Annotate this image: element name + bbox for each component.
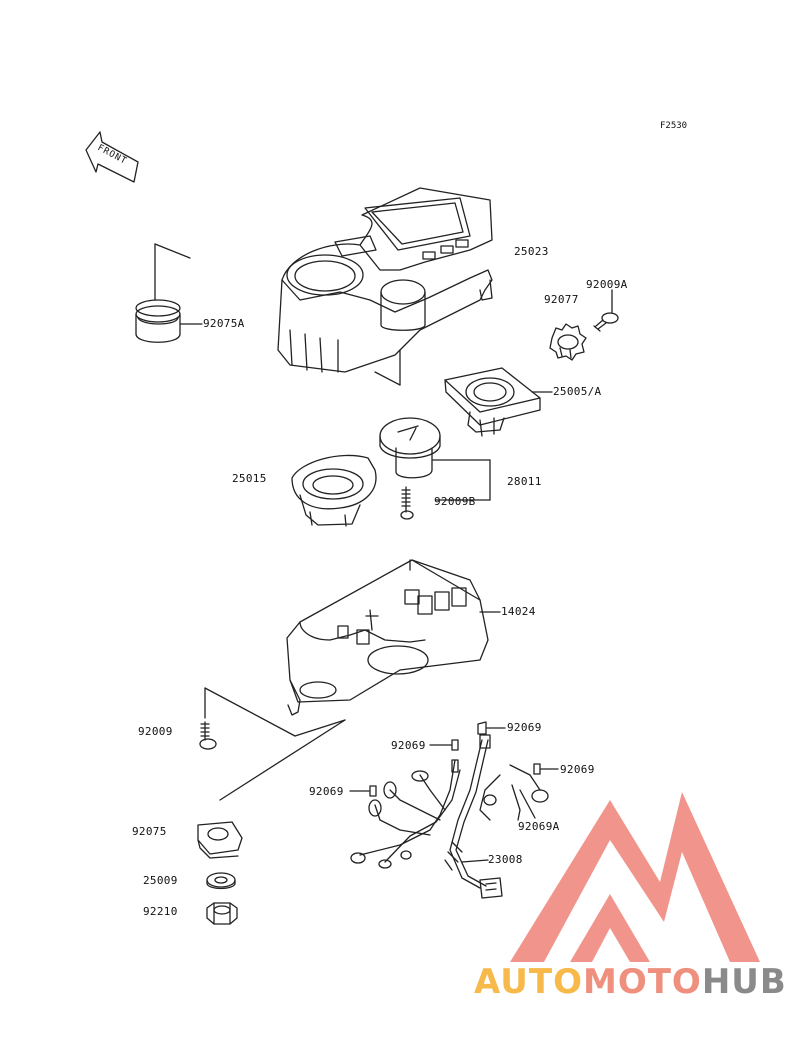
front-arrow-icon xyxy=(85,131,139,183)
screw-92009a xyxy=(593,312,619,332)
label-25023: 25023 xyxy=(514,245,549,258)
screw-92009b xyxy=(400,486,414,520)
watermark-text-auto: AUTO xyxy=(474,962,583,1002)
label-92069-top: 92069 xyxy=(507,721,542,734)
label-92009: 92009 xyxy=(138,725,173,738)
label-25009: 25009 xyxy=(143,874,178,887)
bulb-socket-d xyxy=(369,785,377,797)
bulb-socket-a xyxy=(477,721,487,735)
label-92069-lower: 92069 xyxy=(309,785,344,798)
meter-cover xyxy=(277,187,493,373)
tachometer-25015 xyxy=(291,454,377,527)
watermark-text-hub: HUB xyxy=(701,962,787,1002)
label-92069-left: 92069 xyxy=(391,739,426,752)
washer-25009 xyxy=(206,872,236,890)
meter-assy-25005a xyxy=(444,367,541,437)
label-92069a: 92069A xyxy=(518,820,560,833)
screw-92009 xyxy=(199,721,217,750)
label-23008: 23008 xyxy=(488,853,523,866)
wire-harness-23008 xyxy=(350,734,549,899)
label-92075: 92075 xyxy=(132,825,167,838)
label-28011: 28011 xyxy=(507,475,542,488)
label-92077: 92077 xyxy=(544,293,579,306)
grommet-92075 xyxy=(197,821,243,859)
watermark-logo-icon xyxy=(510,792,760,962)
meter-case-14024 xyxy=(286,559,489,716)
label-92069-right: 92069 xyxy=(560,763,595,776)
label-25005a: 25005/A xyxy=(553,385,602,398)
label-92009a: 92009A xyxy=(586,278,628,291)
label-92009b: 92009B xyxy=(434,495,476,508)
meter-28011 xyxy=(379,417,441,479)
figure-reference: F2530 xyxy=(660,121,688,131)
bulb-socket-b xyxy=(451,739,459,751)
label-14024: 14024 xyxy=(501,605,536,618)
label-92210: 92210 xyxy=(143,905,178,918)
watermark-text: AUTOMOTOHUB xyxy=(474,962,787,1002)
ring-bushing xyxy=(135,299,181,343)
label-92075a: 92075A xyxy=(203,317,245,330)
bulb-socket-c xyxy=(533,763,541,775)
label-25015: 25015 xyxy=(232,472,267,485)
watermark-text-moto: MOTO xyxy=(582,962,702,1002)
nut-92210 xyxy=(206,902,238,925)
gear-92077 xyxy=(549,323,587,361)
